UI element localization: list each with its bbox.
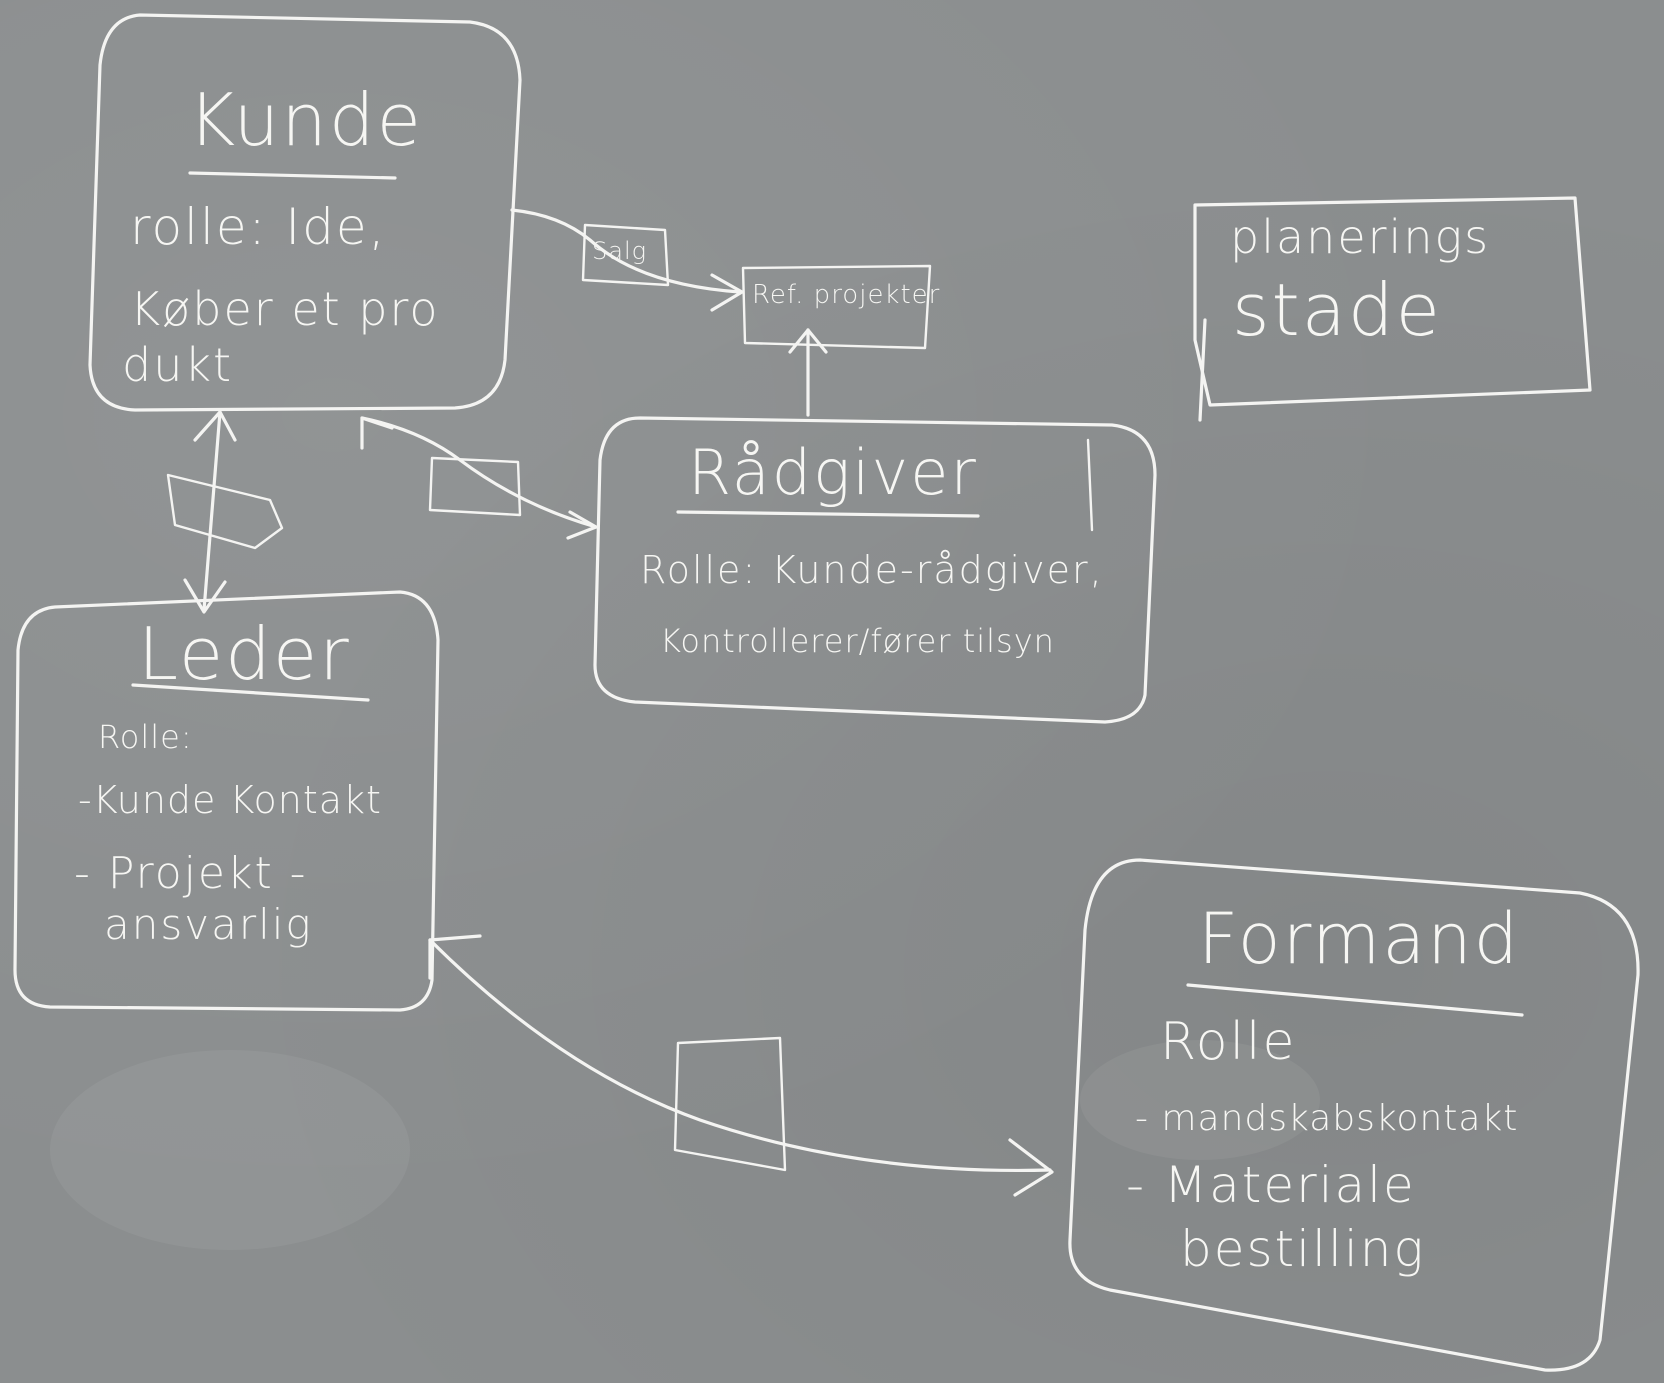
salg-label-box: [581, 223, 670, 287]
planerings-line1: planerings: [1230, 210, 1491, 264]
chalk-mark: [1086, 438, 1094, 532]
planerings-line2: stade: [1232, 268, 1442, 352]
chalk-smudge: [50, 1050, 410, 1250]
formand-role-line: - Materiale: [1126, 1156, 1416, 1214]
raadgiver-title: Rådgiver: [688, 436, 978, 509]
leder-box: [13, 590, 440, 1012]
arrowhead-kunde: [360, 416, 394, 450]
arrowhead-ref-up: [788, 328, 828, 354]
formand-role-line: bestilling: [1180, 1220, 1426, 1278]
edge-label-box-lf: [673, 1036, 787, 1172]
planerings-box: [1193, 196, 1592, 407]
edge-kunde-leder: [202, 410, 222, 612]
edge-leder-formand: [428, 938, 1052, 1172]
arrowhead-leder-up: [183, 578, 227, 614]
raadgiver-title-underline: [676, 510, 980, 518]
ref-projekter-box: [741, 264, 932, 350]
arrowhead-leder: [428, 934, 482, 980]
arrowhead-kunde-down: [193, 410, 237, 442]
kunde-role-line: rolle: Ide,: [130, 198, 387, 256]
kunde-title-underline: [188, 171, 397, 180]
arrowhead-formand: [1008, 1138, 1054, 1197]
formand-box: [1068, 858, 1640, 1372]
arrowhead-ref: [710, 273, 744, 312]
edge-kunde-ref: [510, 208, 742, 294]
formand-title: Formand: [1198, 898, 1521, 980]
arrowhead-raadgiver: [566, 510, 598, 540]
chalk-smudge: [1080, 1040, 1320, 1160]
raadgiver-role-line: Kontrollerer/fører tilsyn: [660, 622, 1055, 660]
ref-projekter-label: Ref. projekter: [752, 280, 941, 310]
kunde-box: [88, 13, 522, 412]
edge-kunde-raadgiver: [360, 416, 598, 529]
leder-role-label: Rolle:: [98, 718, 193, 756]
salg-label: Salg: [592, 237, 648, 265]
formand-role-label: Rolle: [1160, 1012, 1297, 1072]
leder-title-underline: [131, 683, 370, 702]
formand-role-line: - mandskabskontakt: [1135, 1098, 1519, 1139]
planerings-box-edge: [1198, 318, 1207, 422]
kunde-title: Kunde: [188, 78, 423, 162]
leder-title: Leder: [138, 612, 351, 696]
raadgiver-role-line: Rolle: Kunde-rådgiver,: [640, 548, 1104, 592]
leder-role-line: -Kunde Kontakt: [78, 778, 382, 822]
leder-role-line: ansvarlig: [104, 900, 313, 949]
raadgiver-box: [593, 416, 1157, 724]
leder-role-line: - Projekt -: [74, 848, 308, 899]
edge-label-box-kl: [166, 473, 284, 550]
kunde-role-line: dukt: [122, 338, 234, 392]
formand-title-underline: [1186, 983, 1524, 1017]
kunde-role-line: Køber et pro: [130, 282, 440, 336]
edge-label-box-kr: [428, 456, 522, 517]
